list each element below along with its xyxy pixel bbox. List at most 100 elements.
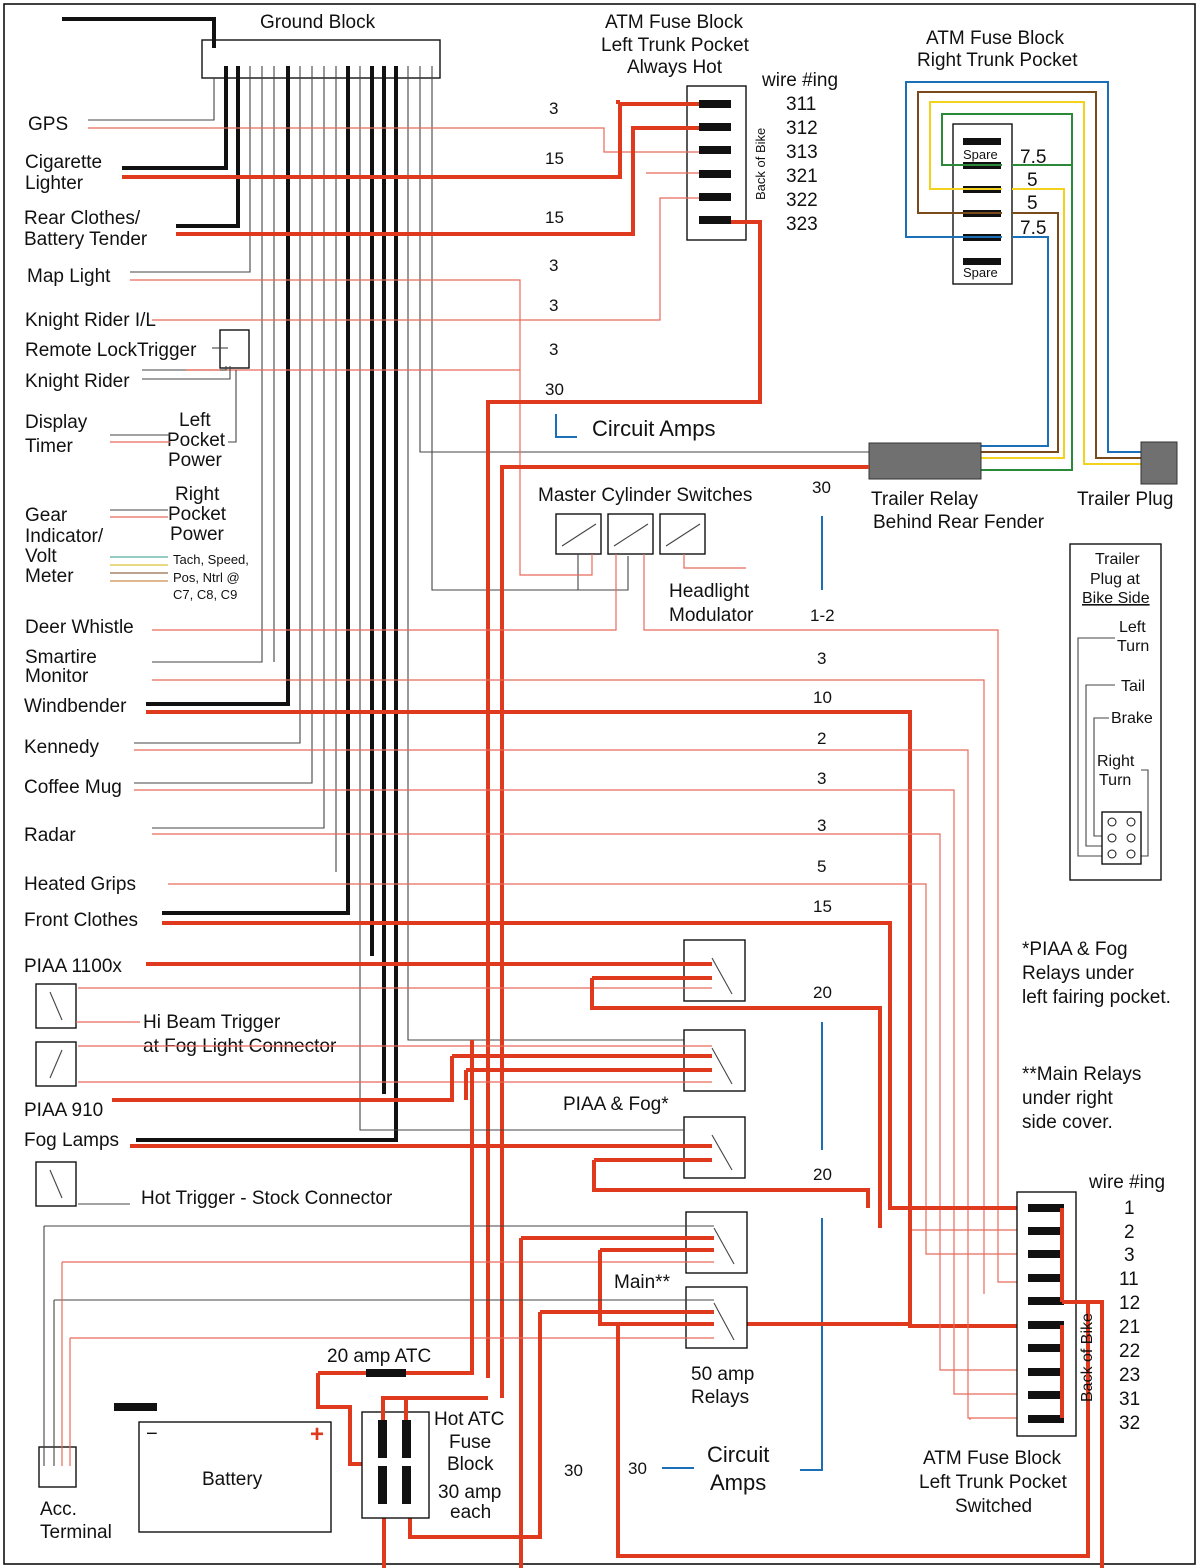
kennedy-label: Kennedy bbox=[24, 737, 100, 758]
atm-right-title-2: Right Trunk Pocket bbox=[917, 50, 1078, 71]
fog-relay bbox=[78, 1116, 870, 1208]
deer-whistle-label: Deer Whistle bbox=[25, 617, 134, 638]
battery-label: Battery bbox=[202, 1469, 263, 1490]
amp-radar: 3 bbox=[817, 816, 826, 835]
remote-lock-label: Remote LockTrigger bbox=[25, 340, 197, 361]
ground-block-title: Ground Block bbox=[260, 12, 376, 33]
atm-hot-title-1: ATM Fuse Block bbox=[605, 12, 743, 33]
display-timer-label-2: Timer bbox=[25, 436, 74, 457]
amp-coffee: 3 bbox=[817, 769, 826, 788]
sw-fuse-22 bbox=[1028, 1344, 1064, 1352]
back-of-bike-label-bottom: Back of Bike bbox=[1079, 1313, 1096, 1402]
sw-fuse-31 bbox=[1028, 1391, 1064, 1399]
master-cylinder-switches: Master Cylinder Switches Headlight Modul… bbox=[152, 485, 1030, 1283]
sw-wire-32: 32 bbox=[1119, 1413, 1140, 1434]
amp-deer: 1-2 bbox=[810, 606, 835, 625]
device-labels: GPS Cigarette Lighter Rear Clothes/ Batt… bbox=[24, 114, 393, 1543]
circuit-amps-legend-top: Circuit Amps bbox=[555, 414, 715, 441]
sw-wire-11: 11 bbox=[1119, 1269, 1139, 1290]
amp-cig: 15 bbox=[545, 149, 564, 168]
acc-terminal-label-2: Terminal bbox=[40, 1522, 112, 1543]
main-relay-1 bbox=[44, 1211, 910, 1568]
sw-fuse-3 bbox=[1028, 1250, 1064, 1258]
ground-block: Ground Block bbox=[62, 12, 441, 79]
cigarette-label-2: Lighter bbox=[25, 173, 84, 194]
atc20-label: 20 amp ATC bbox=[327, 1346, 431, 1367]
trailer-plug: Trailer Plug bbox=[1077, 441, 1178, 510]
hot-atc-label-4: 30 amp bbox=[438, 1482, 501, 1503]
battery-minus: − bbox=[146, 1423, 158, 1445]
atm-fuse-block-switched: Back of Bike wire #ing 1 2 3 11 12 21 22… bbox=[382, 1172, 1165, 1568]
left-turn-1: Left bbox=[1119, 619, 1146, 636]
battery-plus: + bbox=[310, 1421, 324, 1448]
gear-label-3: Volt bbox=[25, 546, 57, 567]
fuse-322 bbox=[699, 193, 731, 201]
note-main-1: **Main Relays bbox=[1022, 1064, 1141, 1085]
gear-label-1: Gear bbox=[25, 505, 68, 526]
knight-rider-label: Knight Rider bbox=[25, 371, 130, 392]
atm-switched-title-3: Switched bbox=[955, 1496, 1032, 1517]
tach-note-3: C7, C8, C9 bbox=[173, 587, 237, 602]
right-fuse-value-1: 7.5 bbox=[1020, 147, 1046, 168]
brake-label: Brake bbox=[1111, 710, 1153, 727]
left-pocket-label-3: Power bbox=[168, 450, 223, 471]
cigarette-label-1: Cigarette bbox=[25, 152, 102, 173]
relays-50-label-1: 50 amp bbox=[691, 1364, 754, 1385]
atm-hot-title-2: Left Trunk Pocket bbox=[601, 35, 750, 56]
bottom-circuit-amps: 30 30 Circuit Amps bbox=[564, 1442, 769, 1495]
left-pocket-wires bbox=[110, 370, 237, 582]
sw-fuse-32 bbox=[1028, 1415, 1064, 1423]
piaa-910-label: PIAA 910 bbox=[24, 1100, 103, 1121]
piaa-1100-label: PIAA 1100x bbox=[24, 956, 122, 977]
amp-front: 15 bbox=[813, 897, 832, 916]
hot-atc-label-5: each bbox=[450, 1502, 491, 1523]
gps-label: GPS bbox=[28, 114, 68, 135]
always-hot-wires bbox=[88, 100, 762, 1378]
page-border bbox=[3, 3, 1196, 1565]
right-pocket-label-2: Pocket bbox=[168, 504, 227, 525]
radar-label: Radar bbox=[24, 825, 76, 846]
amp-legend30: 30 bbox=[628, 1459, 647, 1478]
atm-right-title-1: ATM Fuse Block bbox=[926, 28, 1064, 49]
note-piaa-3: left fairing pocket. bbox=[1022, 987, 1171, 1008]
amp-rear: 15 bbox=[545, 208, 564, 227]
hot-trigger-switch bbox=[35, 1161, 77, 1207]
remote-lock-trigger-box bbox=[142, 329, 250, 380]
piaa-1100-relay bbox=[78, 939, 882, 1228]
left-turn-2: Turn bbox=[1117, 638, 1149, 655]
tail-label: Tail bbox=[1121, 678, 1145, 695]
sw-wire-3: 3 bbox=[1124, 1245, 1135, 1266]
right-spare-fuse-bottom bbox=[963, 258, 1001, 265]
tach-note-1: Tach, Speed, bbox=[173, 552, 249, 567]
spare-top: Spare bbox=[963, 147, 998, 162]
wire-312: 312 bbox=[786, 118, 818, 139]
hot-atc-label-2: Fuse bbox=[449, 1432, 491, 1453]
tpbs-1: Trailer bbox=[1095, 551, 1140, 568]
note-main-2: under right bbox=[1022, 1088, 1114, 1109]
sw-fuse-23 bbox=[1028, 1368, 1064, 1376]
back-of-bike-label-top: Back of Bike bbox=[753, 128, 768, 200]
main-relay-label: Main** bbox=[614, 1272, 671, 1293]
sw-fuse-1 bbox=[1028, 1204, 1064, 1212]
sw-wire-22: 22 bbox=[1119, 1341, 1140, 1362]
atc-20-amp: 20 amp ATC bbox=[316, 1040, 474, 1466]
trailer-colored-wires bbox=[905, 81, 1142, 471]
amp-gps: 3 bbox=[549, 99, 558, 118]
sw-wire-21: 21 bbox=[1119, 1317, 1140, 1338]
knight-rider-il-label: Knight Rider I/L bbox=[25, 310, 156, 331]
atm-fuse-block-always-hot: ATM Fuse Block Left Trunk Pocket Always … bbox=[601, 12, 838, 241]
right-fuse-value-4: 7.5 bbox=[1020, 218, 1046, 239]
tpbs-3: Bike Side bbox=[1082, 590, 1150, 607]
circuit-amps-bottom-1: Circuit bbox=[707, 1442, 769, 1467]
atm-switched-title-2: Left Trunk Pocket bbox=[919, 1472, 1068, 1493]
left-pocket-label-2: Pocket bbox=[167, 430, 226, 451]
wire-321: 321 bbox=[786, 166, 818, 187]
wire-numbering-top: wire #ing bbox=[761, 70, 838, 91]
amp-piaa20: 20 bbox=[813, 983, 832, 1002]
trailer-plug-label: Trailer Plug bbox=[1077, 489, 1173, 510]
atm-hot-title-3: Always Hot bbox=[627, 57, 723, 78]
tpbs-2: Plug at bbox=[1090, 571, 1140, 588]
fog-lamps-label: Fog Lamps bbox=[24, 1130, 119, 1151]
sw-fuse-21 bbox=[1028, 1321, 1064, 1329]
